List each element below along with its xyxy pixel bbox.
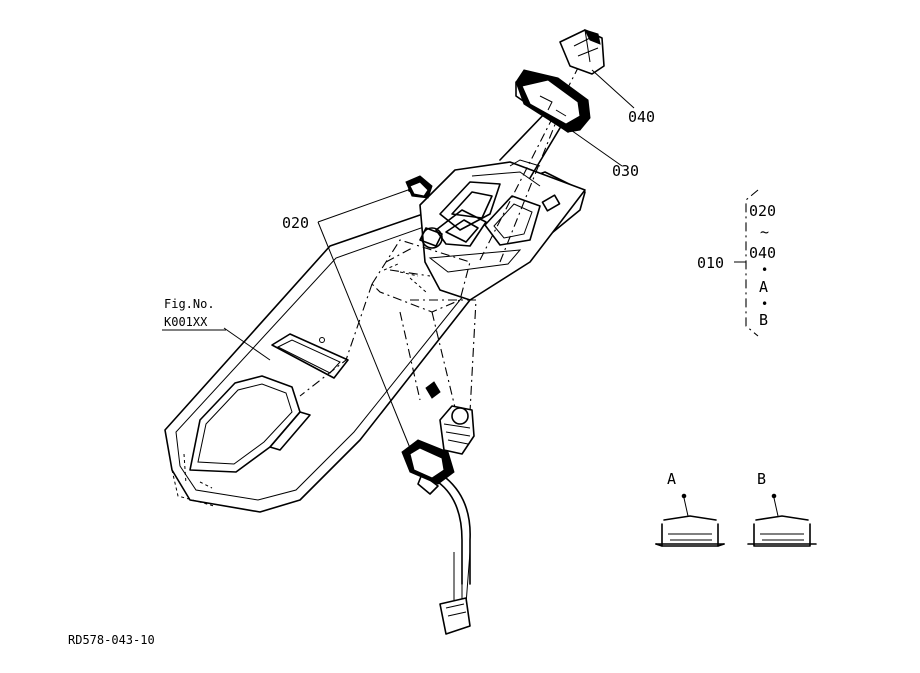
kit-dot-2: • [761,297,768,311]
exploded-view-lines [299,59,583,421]
leader-lines [223,69,635,449]
detail-a-label: A [667,470,676,488]
kit-top-020: 020 [749,202,776,220]
fig-no-label: Fig.No. [164,297,215,311]
detail-b-label: B [757,470,766,488]
kit-tilde: ~ [760,223,769,241]
knob-040 [559,29,605,75]
kit-bottom-040: 040 [749,244,776,262]
kit-a: A [759,278,768,296]
detail-view-b [747,493,817,547]
kit-b: B [759,311,768,329]
label-020: 020 [282,214,309,232]
label-030: 030 [612,162,639,180]
bezel-030 [515,69,591,133]
ignition-switch [401,381,475,635]
kit-bracket [734,189,759,337]
label-040: 040 [628,108,655,126]
detail-view-a [655,493,725,547]
drawing-id: RD578-043-10 [68,633,155,647]
knob-020-upper [405,175,433,199]
label-010: 010 [697,254,724,272]
fig-no-value: K001XX [164,315,208,329]
kit-dot-1: • [761,263,768,277]
shaft [499,109,567,179]
switch-block [419,159,586,301]
